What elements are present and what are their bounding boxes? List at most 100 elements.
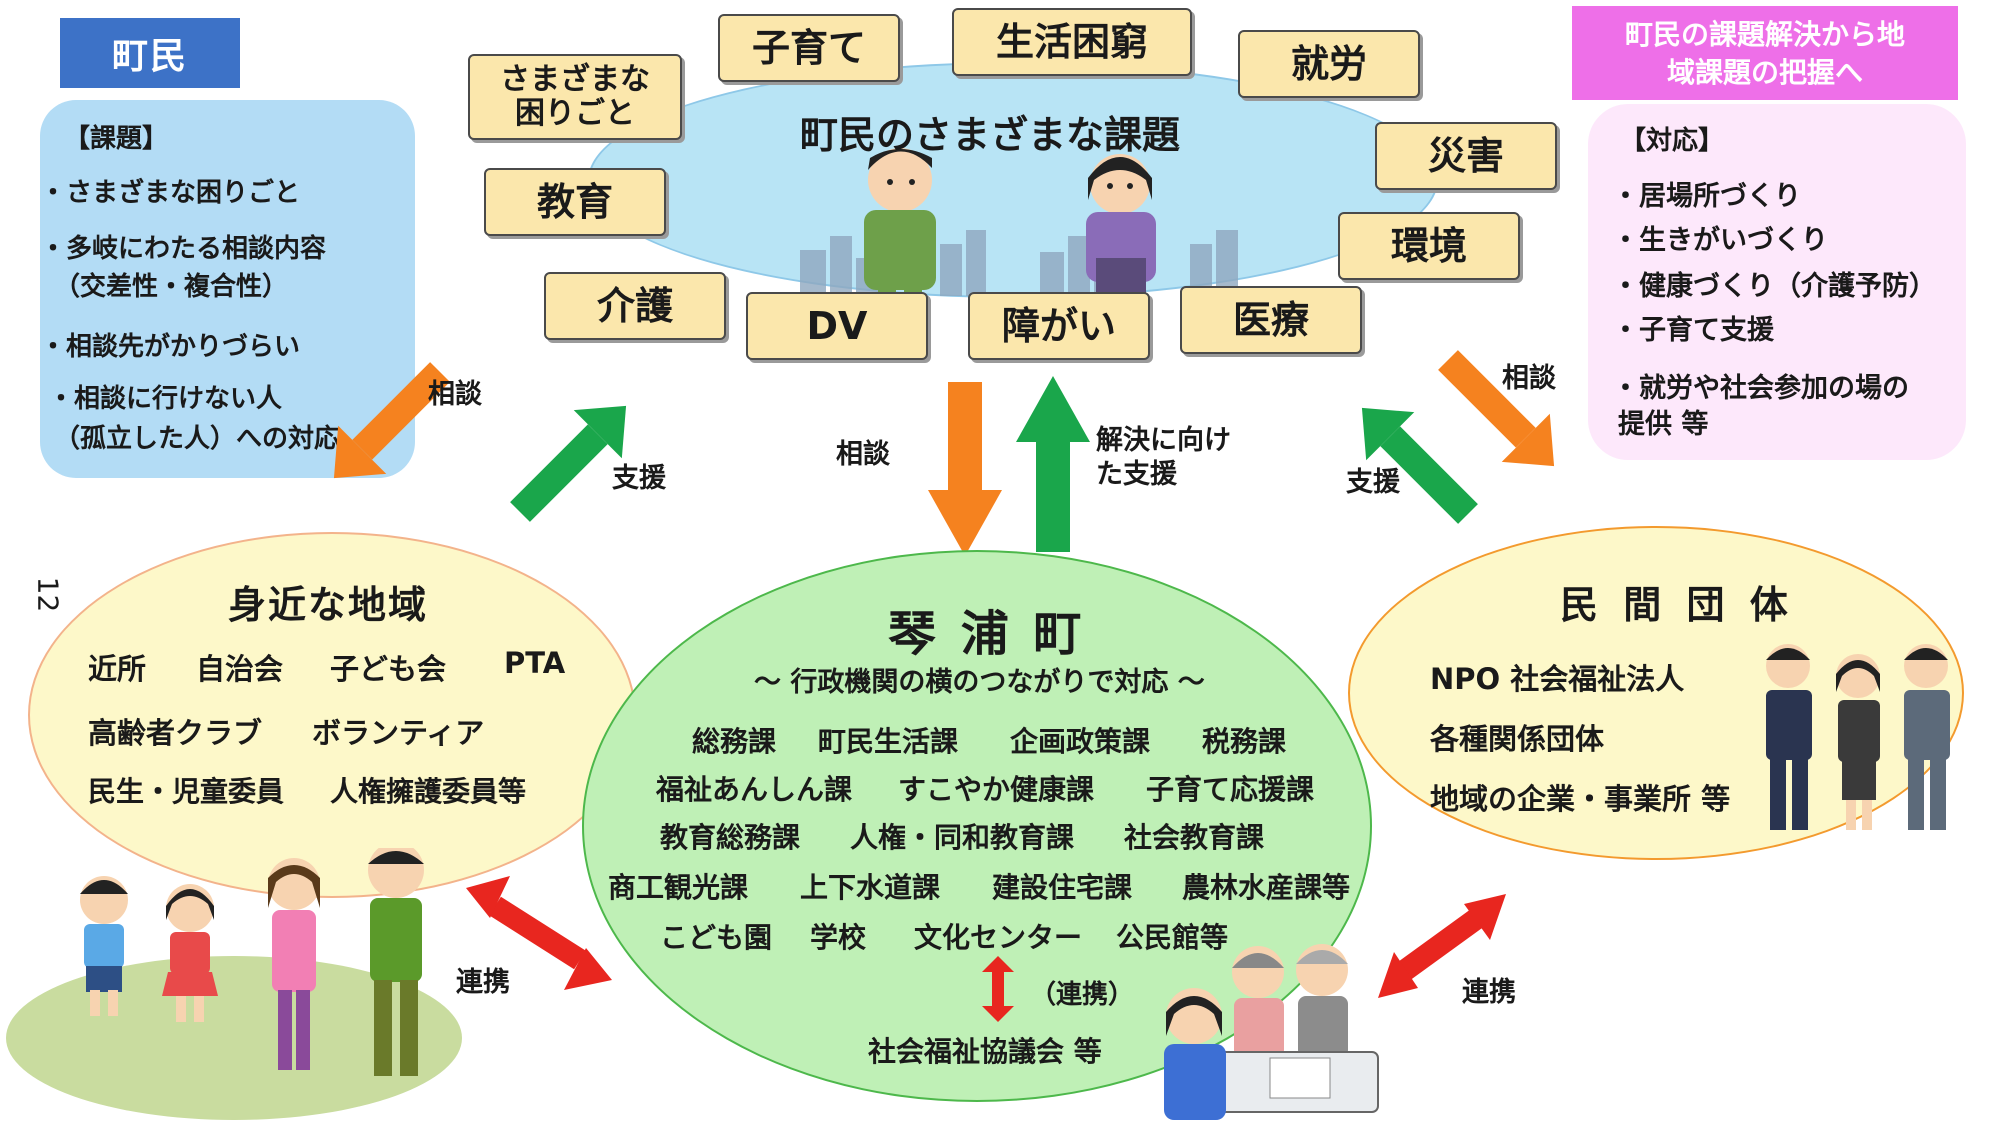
boy-icon bbox=[80, 876, 128, 1016]
left-link-arrow bbox=[466, 876, 612, 990]
counselor-icon bbox=[1164, 988, 1226, 1120]
tag-troubles: さまざまな困りごと bbox=[468, 54, 682, 140]
department: 教育総務課 bbox=[660, 821, 801, 854]
center-consult-arrow bbox=[928, 382, 1002, 556]
department: 学校 bbox=[810, 921, 867, 954]
worried-woman-icon bbox=[1086, 154, 1156, 296]
department: 町民生活課 bbox=[818, 725, 959, 758]
tag-medical: 医療 bbox=[1180, 286, 1362, 354]
local-community-oval bbox=[28, 532, 636, 898]
issue-item: ・相談先がかりづらい bbox=[40, 332, 301, 362]
local-item: 民生・児童委員 bbox=[88, 775, 285, 808]
right-support-label: 支援 bbox=[1346, 467, 1400, 498]
tag-childcare: 子育て bbox=[718, 14, 900, 82]
issue-item: ・さまざまな困りごと bbox=[40, 178, 301, 208]
girl-icon bbox=[162, 884, 218, 1022]
center-support-label: 解決に向けた支援 bbox=[1096, 425, 1231, 490]
center-consult-label: 相談 bbox=[836, 439, 890, 470]
council-label: 社会福祉協議会 等 bbox=[868, 1035, 1102, 1068]
tag-disability: 障がい bbox=[968, 292, 1150, 360]
right-link-label: 連携 bbox=[1462, 977, 1516, 1008]
woman-icon bbox=[268, 858, 320, 1070]
right-consult-label: 相談 bbox=[1502, 363, 1556, 394]
right-consult-arrow bbox=[1438, 350, 1555, 467]
department: 公民館等 bbox=[1116, 921, 1229, 954]
department: 社会教育課 bbox=[1124, 821, 1265, 854]
elderly-man-icon bbox=[1296, 944, 1348, 1058]
tag-label: さまざまな困りごと bbox=[500, 62, 650, 131]
issue-item: （孤立した人）への対応 bbox=[54, 424, 341, 454]
response-title-text: 町民の課題解決から地域課題の把握へ bbox=[1624, 18, 1905, 89]
tag-education: 教育 bbox=[484, 168, 666, 236]
tag-environment: 環境 bbox=[1338, 212, 1520, 280]
businessman2-icon bbox=[1904, 644, 1950, 830]
response-title: 町民の課題解決から地域課題の把握へ bbox=[1572, 6, 1958, 100]
elderly-woman-icon bbox=[1232, 946, 1284, 1058]
left-support-label: 支援 bbox=[612, 463, 666, 494]
private-title: 民 間 団 体 bbox=[1560, 583, 1794, 627]
department: 人権・同和教育課 bbox=[850, 821, 1075, 854]
issue-item: ・相談に行けない人 bbox=[48, 384, 283, 414]
response-panel: 【対応】 ・居場所づくり ・生きがいづくり ・健康づくり（介護予防） ・子育て支… bbox=[1588, 104, 1966, 460]
response-item: ・就労や社会参加の場の bbox=[1612, 373, 1909, 404]
local-item: ボランティア bbox=[312, 716, 485, 750]
issues-header: 【課題】 bbox=[64, 124, 169, 154]
department: 子育て応援課 bbox=[1146, 773, 1315, 806]
response-item: ・健康づくり（介護予防） bbox=[1612, 271, 1936, 302]
townspeople-label: 町民 bbox=[60, 18, 240, 88]
department: 福祉あんしん課 bbox=[656, 773, 853, 806]
issues-panel: 【課題】 ・さまざまな困りごと ・多岐にわたる相談内容 （交差性・複合性） ・相… bbox=[40, 100, 415, 478]
tag-employment: 就労 bbox=[1238, 30, 1420, 98]
private-item: NPO 社会福祉法人 bbox=[1430, 662, 1685, 696]
businesswoman-icon bbox=[1836, 654, 1880, 830]
tag-nursing-care: 介護 bbox=[544, 272, 726, 340]
response-item: ・子育て支援 bbox=[1612, 315, 1774, 346]
local-item: 自治会 bbox=[196, 652, 284, 686]
business-people-illustration bbox=[1766, 644, 1950, 830]
left-consult-label: 相談 bbox=[428, 379, 482, 410]
department: 商工観光課 bbox=[608, 871, 749, 904]
consultation-illustration bbox=[1164, 944, 1379, 1120]
left-link-label: 連携 bbox=[456, 967, 510, 998]
private-item: 各種関係団体 bbox=[1430, 722, 1605, 756]
department: 企画政策課 bbox=[1010, 725, 1151, 758]
tag-poverty: 生活困窮 bbox=[952, 8, 1192, 76]
issue-item: （交差性・複合性） bbox=[54, 272, 289, 302]
right-support-arrow bbox=[1361, 407, 1478, 524]
response-item: ・生きがいづくり bbox=[1612, 225, 1828, 256]
department: 農林水産課等 bbox=[1182, 871, 1351, 904]
department: 上下水道課 bbox=[800, 871, 941, 904]
department: 総務課 bbox=[692, 725, 777, 758]
central-issue-title: 町民のさまざまな課題 bbox=[800, 113, 1181, 157]
center-support-arrow bbox=[1016, 376, 1090, 552]
children-illustration bbox=[6, 848, 462, 1120]
private-item: 地域の企業・事業所 等 bbox=[1430, 782, 1731, 816]
issue-item: ・多岐にわたる相談内容 bbox=[40, 234, 327, 264]
worried-man-icon bbox=[864, 148, 936, 298]
response-item: 提供 等 bbox=[1618, 409, 1709, 440]
local-item: PTA bbox=[504, 646, 566, 680]
tag-disaster: 災害 bbox=[1375, 122, 1557, 190]
right-link-arrow bbox=[1378, 894, 1506, 998]
townspeople-illustration bbox=[800, 148, 1238, 298]
issues-oval bbox=[588, 62, 1438, 298]
inner-link-arrow bbox=[982, 956, 1014, 1022]
page-number: 12 bbox=[31, 576, 65, 613]
department: すこやか健康課 bbox=[898, 773, 1095, 806]
local-title: 身近な地域 bbox=[228, 583, 429, 627]
town-subtitle: ～ 行政機関の横のつながりで対応 ～ bbox=[754, 667, 1205, 698]
response-header: 【対応】 bbox=[1620, 126, 1725, 156]
response-item: ・居場所づくり bbox=[1612, 181, 1801, 212]
department: 文化センター bbox=[914, 921, 1083, 954]
left-support-arrow bbox=[510, 405, 627, 522]
inner-link-label: （連携） bbox=[1030, 980, 1135, 1010]
town-title: 琴 浦 町 bbox=[888, 606, 1086, 662]
department: こども園 bbox=[660, 921, 773, 954]
man-icon bbox=[368, 848, 424, 1076]
local-item: 高齢者クラブ bbox=[88, 716, 263, 750]
left-consult-arrow bbox=[333, 362, 450, 479]
businessman-icon bbox=[1766, 644, 1812, 830]
tag-dv: DV bbox=[746, 292, 928, 360]
local-item: 子ども会 bbox=[330, 652, 447, 686]
